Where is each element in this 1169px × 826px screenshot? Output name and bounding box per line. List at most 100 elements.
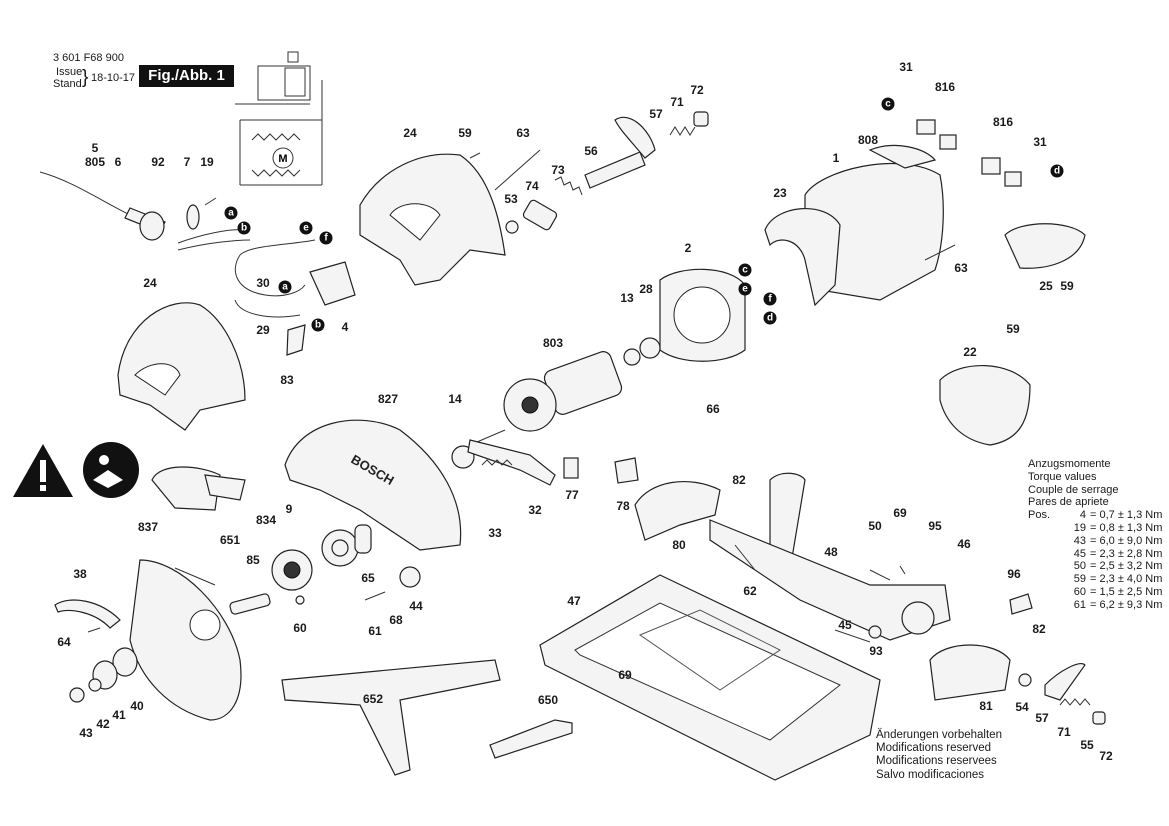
callout-56: 56 bbox=[584, 144, 598, 158]
carbon-brush bbox=[916, 119, 936, 135]
callout-5: 5 bbox=[91, 141, 99, 155]
stand-label: Stand bbox=[53, 78, 82, 90]
callout-50: 50 bbox=[868, 519, 882, 533]
callout-95: 95 bbox=[928, 519, 942, 533]
callout-25: 25 bbox=[1039, 279, 1053, 293]
wiring-schematic: M bbox=[235, 51, 323, 186]
callout-2: 2 bbox=[684, 241, 692, 255]
brush-end-cap bbox=[1004, 223, 1086, 269]
callout-40: 40 bbox=[130, 699, 144, 713]
torque-row: 50 = 2,5 ± 3,2 Nm bbox=[1073, 560, 1163, 573]
callout-834: 834 bbox=[255, 513, 277, 527]
callout-66: 66 bbox=[706, 402, 720, 416]
spindle-lock bbox=[467, 439, 556, 486]
callout-62: 62 bbox=[743, 584, 757, 598]
callout-59: 59 bbox=[458, 126, 472, 140]
spindle-shaft bbox=[229, 593, 271, 615]
angle-scale-78 bbox=[614, 457, 639, 484]
callout-28: 28 bbox=[639, 282, 653, 296]
handle-half bbox=[117, 302, 246, 431]
callout-803: 803 bbox=[542, 336, 564, 350]
connection-marker-f: f bbox=[319, 231, 333, 245]
callout-93: 93 bbox=[869, 644, 883, 658]
callout-816b: 816 bbox=[992, 115, 1014, 129]
callout-651: 651 bbox=[219, 533, 241, 547]
torque-pos: 43 bbox=[1073, 534, 1086, 547]
washer-53 bbox=[505, 220, 519, 234]
callout-29: 29 bbox=[256, 323, 270, 337]
connection-marker-e: e bbox=[299, 221, 313, 235]
note-en: Modifications reserved bbox=[876, 742, 992, 755]
callout-32: 32 bbox=[528, 503, 542, 517]
callout-41: 41 bbox=[112, 708, 126, 722]
callout-47: 47 bbox=[567, 594, 581, 608]
callout-60: 60 bbox=[293, 621, 307, 635]
sleeve-74 bbox=[522, 199, 558, 231]
torque-row: 59 = 2,3 ± 4,0 Nm bbox=[1073, 573, 1163, 586]
flange-40 bbox=[112, 647, 138, 677]
torque-title-es: Pares de apriete bbox=[1028, 496, 1109, 509]
callout-808: 808 bbox=[857, 133, 879, 147]
lever-57b bbox=[1044, 663, 1086, 701]
callout-69b: 69 bbox=[893, 506, 907, 520]
brace-glyph: } bbox=[82, 67, 89, 88]
carbon-brush bbox=[981, 157, 1001, 175]
callout-22: 22 bbox=[963, 345, 977, 359]
torque-pos-label: Pos. bbox=[1028, 509, 1051, 522]
callout-4: 4 bbox=[341, 320, 349, 334]
callout-827: 827 bbox=[377, 392, 399, 406]
callout-68: 68 bbox=[389, 613, 403, 627]
torque-row: 61 = 6,2 ± 9,3 Nm bbox=[1073, 598, 1163, 611]
torque-row: Pos. 4 = 0,7 ± 1,3 Nm bbox=[1028, 509, 1163, 522]
callout-55: 55 bbox=[1080, 738, 1094, 752]
callout-71: 71 bbox=[670, 95, 684, 109]
callout-24: 24 bbox=[403, 126, 417, 140]
callout-92: 92 bbox=[151, 155, 165, 169]
torque-table: Anzugsmomente Torque values Couple de se… bbox=[1028, 458, 1163, 612]
callout-57: 57 bbox=[649, 107, 663, 121]
torque-spec: 6,2 ± 9,3 Nm bbox=[1099, 598, 1163, 611]
parallel-guide bbox=[281, 659, 501, 776]
power-cord bbox=[39, 171, 166, 241]
connection-marker-f2: f bbox=[763, 292, 777, 306]
issue-label: Issue bbox=[56, 66, 83, 78]
callout-65: 65 bbox=[361, 571, 375, 585]
callout-63b: 63 bbox=[954, 261, 968, 275]
callout-9: 9 bbox=[285, 502, 293, 516]
torque-pos: 45 bbox=[1073, 547, 1086, 560]
callout-53: 53 bbox=[504, 192, 518, 206]
callout-77: 77 bbox=[565, 488, 579, 502]
callout-38: 38 bbox=[73, 567, 87, 581]
document-number: 3 601 F68 900 bbox=[53, 52, 124, 64]
torque-spec: 2,5 ± 3,2 Nm bbox=[1099, 560, 1163, 573]
cover-22 bbox=[939, 364, 1031, 446]
callout-45: 45 bbox=[838, 618, 852, 632]
callout-59b: 59 bbox=[1060, 279, 1074, 293]
callout-59c: 59 bbox=[1006, 322, 1020, 336]
torque-pos: 59 bbox=[1073, 573, 1086, 586]
callout-83: 83 bbox=[280, 373, 294, 387]
torque-row: 43 = 6,0 ± 9,0 Nm bbox=[1073, 534, 1163, 547]
fan-baffle bbox=[764, 207, 841, 307]
torque-spec: 6,0 ± 9,0 Nm bbox=[1099, 534, 1163, 547]
hex-key bbox=[489, 719, 573, 759]
connection-marker-d2: d bbox=[1050, 164, 1064, 178]
torque-row: 60 = 1,5 ± 2,5 Nm bbox=[1073, 585, 1163, 598]
connection-marker-c2: c bbox=[881, 97, 895, 111]
callout-78: 78 bbox=[616, 499, 630, 513]
read-manual-icon bbox=[83, 442, 139, 498]
callout-30: 30 bbox=[256, 276, 270, 290]
torque-pos: 60 bbox=[1073, 585, 1086, 598]
clamping-screw-43 bbox=[69, 687, 85, 703]
warning-icon bbox=[13, 444, 73, 497]
callout-33: 33 bbox=[488, 526, 502, 540]
callout-82: 82 bbox=[732, 473, 746, 487]
note-es: Salvo modificaciones bbox=[876, 768, 985, 781]
callout-652: 652 bbox=[362, 692, 384, 706]
guard-lever-38 bbox=[54, 599, 121, 629]
callout-71b: 71 bbox=[1057, 725, 1071, 739]
switch-part-83 bbox=[286, 324, 306, 356]
callout-23: 23 bbox=[773, 186, 787, 200]
callout-19: 19 bbox=[200, 155, 214, 169]
